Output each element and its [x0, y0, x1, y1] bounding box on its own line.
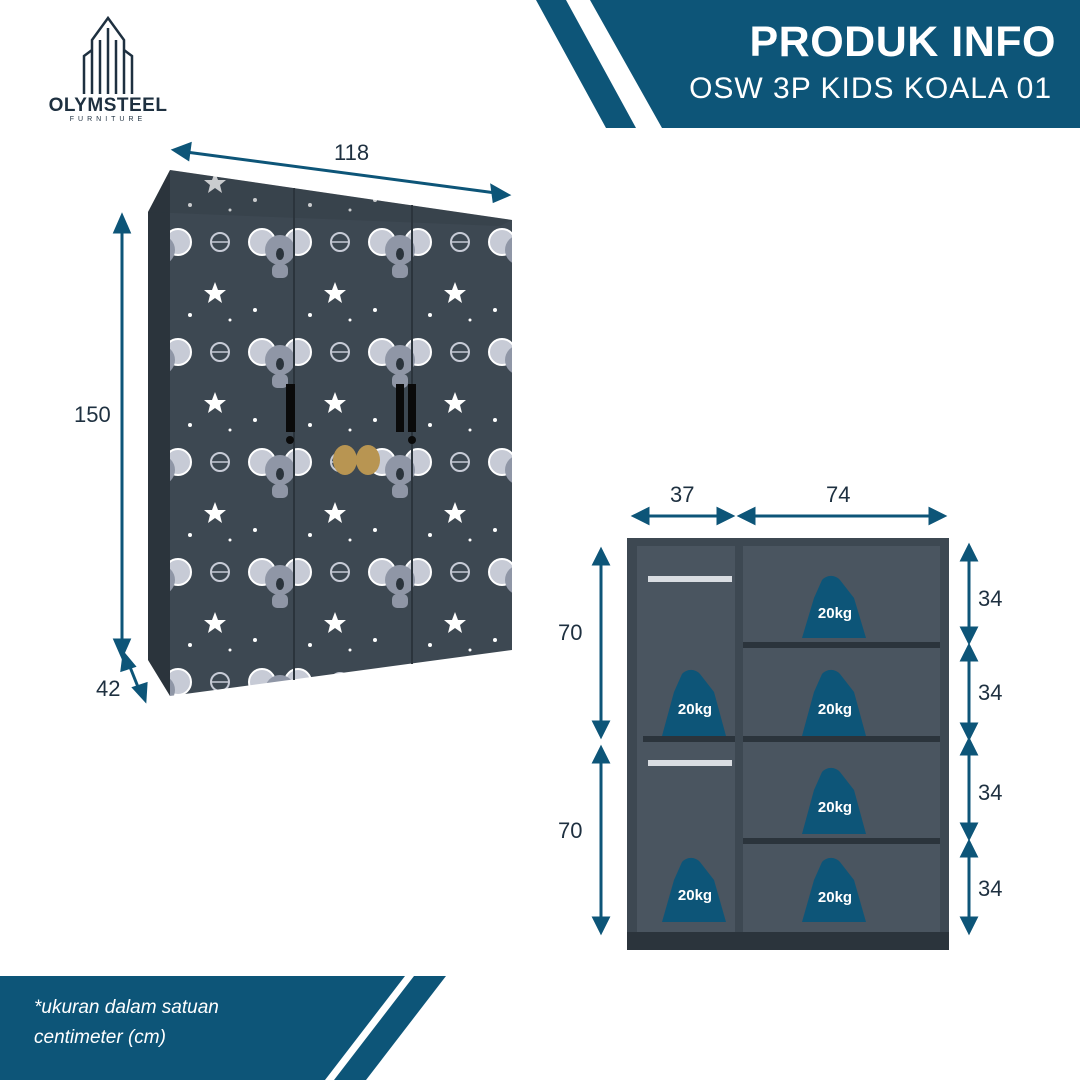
dim-shelf-height-1: 34	[978, 586, 1003, 611]
wardrobe-doors	[170, 170, 512, 696]
wardrobe-side-panel	[148, 170, 170, 696]
right-shelf-2	[743, 736, 940, 742]
header-stripe	[536, 0, 636, 128]
center-divider	[735, 546, 743, 932]
dim-depth: 42	[96, 676, 121, 701]
brand-tagline: FURNITURE	[69, 116, 147, 123]
weight-label: 20kg	[817, 701, 853, 718]
footer-stripe	[334, 976, 446, 1080]
hanging-rod-1	[648, 576, 732, 582]
dim-height: 150	[74, 402, 111, 427]
wardrobe-top-edge	[148, 170, 512, 226]
balloon-icon	[333, 445, 357, 475]
page-title: PRODUK INFO	[749, 18, 1056, 66]
lock-icon	[408, 436, 416, 444]
unit-note-line2: centimeter (cm)	[34, 1027, 166, 1048]
hanging-rod-2	[648, 760, 732, 766]
header-banner	[590, 0, 1080, 128]
weight-label: 20kg	[817, 889, 853, 906]
weight-icon	[802, 575, 866, 638]
lock-icon	[286, 436, 294, 444]
footer-banner	[0, 976, 405, 1080]
dim-shelf-height-3: 34	[978, 780, 1003, 805]
weight-label: 20kg	[677, 701, 713, 718]
right-shelf-3	[743, 838, 940, 844]
door-handle-right	[408, 384, 416, 432]
brand-name: OLYMSTEEL	[48, 95, 168, 116]
dim-shelf-height-2: 34	[978, 680, 1003, 705]
weight-icon	[802, 669, 866, 736]
door-handle-mid	[396, 384, 404, 432]
weight-icon	[802, 857, 866, 922]
dim-left-height-1: 70	[558, 620, 583, 645]
width-arrow	[185, 150, 497, 195]
door-handle-left	[286, 384, 295, 432]
building-logo-icon	[82, 15, 134, 94]
dim-right-width: 74	[826, 482, 851, 507]
dim-width: 118	[334, 140, 370, 165]
left-shelf	[643, 736, 735, 742]
weight-label: 20kg	[817, 605, 853, 622]
weight-icon	[802, 767, 866, 834]
dim-shelf-height-4: 34	[978, 876, 1003, 901]
weight-icon	[662, 857, 726, 922]
unit-note-line1: *ukuran dalam satuan	[34, 997, 219, 1018]
dim-left-width: 37	[670, 482, 695, 507]
weight-label: 20kg	[677, 887, 713, 904]
dim-left-height-2: 70	[558, 818, 583, 843]
right-shelf-1	[743, 642, 940, 648]
weight-label: 20kg	[817, 799, 853, 816]
weight-icon	[662, 669, 726, 736]
balloon-icon	[356, 445, 380, 475]
product-name: OSW 3P KIDS KOALA 01	[689, 72, 1052, 105]
interior-base	[627, 932, 949, 950]
